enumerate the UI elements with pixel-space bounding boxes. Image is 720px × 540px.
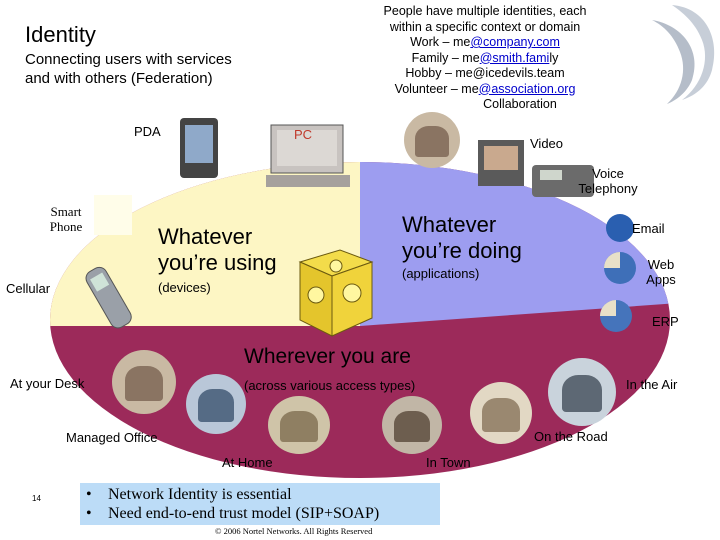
email-globe-icon <box>606 214 634 242</box>
identity-text: Work – me <box>410 35 471 49</box>
identities-block: People have multiple identities, each wi… <box>335 4 635 113</box>
collaboration-label: Collaboration <box>483 97 557 111</box>
subtitle-line: Connecting users with services <box>25 51 232 68</box>
location-subheading: (across various access types) <box>244 378 416 393</box>
erp-label: ERP <box>652 314 679 329</box>
page-title: Identity <box>25 22 96 47</box>
town-label: In Town <box>426 455 471 470</box>
home-label: At Home <box>222 455 273 470</box>
video-phone-icon <box>478 140 524 186</box>
heading-line: you’re using <box>158 250 277 275</box>
identity-text: ly <box>549 50 559 65</box>
key-point: Need end-to-end trust model (SIP+SOAP) <box>86 504 440 523</box>
security-cube-icon <box>298 249 374 337</box>
email-label: Email <box>632 221 665 236</box>
identity-family: Family – me@smith.family <box>335 51 635 67</box>
smart-phone-label: Smart Phone <box>38 204 94 234</box>
label-line: Phone <box>49 219 83 234</box>
identities-heading: within a specific context or domain <box>389 19 581 34</box>
identity-text: Volunteer – me <box>394 81 479 96</box>
pc-monitor-icon <box>266 124 350 187</box>
pc-label: PC <box>294 127 313 142</box>
town-photo <box>382 396 442 454</box>
air-label: In the Air <box>626 377 678 392</box>
devices-heading: Whatever you’re using <box>158 224 277 276</box>
desk-label: At your Desk <box>10 376 85 391</box>
pda-label: PDA <box>134 124 161 139</box>
key-points-box: Network Identity is essential Need end-t… <box>80 483 440 525</box>
voice-telephone-icon <box>532 165 594 197</box>
desk-photo <box>112 350 176 414</box>
identity-text: Family – me <box>411 50 480 65</box>
heading-line: Whatever <box>402 212 497 237</box>
heading-line: Whatever <box>158 224 253 249</box>
road-label: On the Road <box>534 429 608 444</box>
identity-link[interactable]: @company.com <box>470 35 560 49</box>
label-line: Telephony <box>578 181 638 196</box>
cellular-label: Cellular <box>6 281 51 296</box>
label-line: Voice <box>592 166 624 181</box>
collaboration-photo <box>404 112 460 168</box>
identity-work: Work – me@company.com <box>335 35 635 51</box>
identity-volunteer: Volunteer – me@association.org <box>335 82 635 98</box>
page-subtitle: Connecting users with services and with … <box>25 50 325 88</box>
label-line: Web <box>647 257 675 272</box>
office-photo <box>186 374 246 434</box>
copyright-notice: © 2006 Nortel Networks. All Rights Reser… <box>215 526 373 536</box>
label-line: Smart <box>50 204 82 219</box>
page-number: 14 <box>32 494 41 503</box>
identity-link[interactable]: @association.org <box>478 81 576 96</box>
home-photo <box>268 396 330 454</box>
applications-heading: Whatever you’re doing <box>402 212 522 264</box>
road-photo <box>470 382 532 444</box>
identity-hobby: Hobby – me@icedevils.team <box>405 66 565 80</box>
cellular-phone-icon <box>85 266 132 329</box>
identities-heading: People have multiple identities, each <box>383 4 587 18</box>
subtitle-line: and with others (Federation) <box>25 70 213 87</box>
company-logo <box>652 5 715 104</box>
applications-subheading: (applications) <box>402 266 480 281</box>
pda-icon <box>180 118 218 178</box>
air-photo <box>548 358 616 426</box>
web-apps-label: Web Apps <box>640 257 682 287</box>
voice-telephony-label: Voice Telephony <box>572 166 644 196</box>
smart-phone-icon <box>94 195 132 235</box>
identity-link[interactable]: @smith.fami <box>479 50 550 65</box>
heading-line: you’re doing <box>402 238 522 263</box>
devices-subheading: (devices) <box>158 280 211 295</box>
label-line: Apps <box>646 272 676 287</box>
video-label: Video <box>530 136 564 151</box>
key-point: Network Identity is essential <box>86 485 440 504</box>
office-label: Managed Office <box>66 430 158 445</box>
location-heading: Wherever you are <box>244 345 411 368</box>
